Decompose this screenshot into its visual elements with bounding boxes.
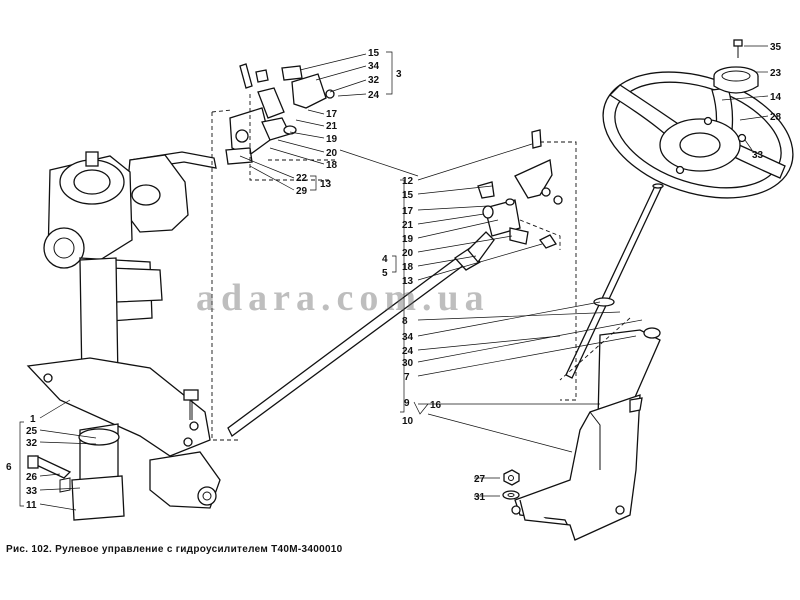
washer-31	[502, 490, 520, 500]
callout-28: 28	[770, 112, 782, 123]
callout-27: 27	[474, 474, 486, 485]
callout-20: 20	[326, 148, 338, 159]
callout-35: 35	[770, 42, 782, 53]
callout-4: 4	[382, 254, 388, 265]
callout-19: 19	[402, 234, 414, 245]
callout-12: 12	[402, 176, 414, 187]
universal-joint-center	[477, 129, 563, 249]
callout-32: 32	[26, 438, 38, 449]
callout-33: 33	[26, 486, 38, 497]
upper-universal-joint	[225, 63, 335, 165]
callout-14: 14	[770, 92, 782, 103]
callout-24: 24	[402, 346, 414, 357]
callout-34: 34	[368, 61, 380, 72]
callout-11: 11	[26, 500, 37, 511]
callout-8: 8	[402, 316, 408, 327]
callout-17: 17	[402, 206, 414, 217]
callout-26: 26	[26, 472, 38, 483]
callout-labels: 35 23 14 28 33 15 34 32 3 24 17 21 19 20…	[6, 42, 782, 511]
column-bracket	[511, 327, 661, 541]
callout-13: 13	[320, 179, 332, 190]
callout-21: 21	[326, 121, 338, 132]
callout-32: 32	[368, 75, 380, 86]
watermark: adara.com.ua	[196, 277, 490, 319]
callout-21: 21	[402, 220, 414, 231]
leader-lines	[19, 45, 769, 511]
callout-17: 17	[326, 109, 338, 120]
steering-gear-assembly	[26, 151, 221, 521]
callout-20: 20	[402, 248, 414, 259]
callout-34: 34	[402, 332, 414, 343]
callout-10: 10	[402, 416, 414, 427]
callout-19: 19	[326, 134, 338, 145]
callout-30: 30	[402, 358, 414, 369]
callout-15: 15	[402, 190, 414, 201]
callout-15: 15	[368, 48, 380, 59]
callout-18: 18	[326, 160, 338, 171]
figure-caption: Рис. 102. Рулевое управление с гидроусил…	[6, 544, 343, 555]
callout-33: 33	[752, 150, 764, 161]
callout-22: 22	[296, 173, 308, 184]
bolt-right-top	[183, 389, 199, 420]
callout-29: 29	[296, 186, 308, 197]
callout-18: 18	[402, 262, 414, 273]
bolt-6	[27, 455, 72, 479]
screw-35	[733, 39, 743, 58]
nut-27	[503, 469, 520, 486]
horn-cap	[713, 66, 759, 94]
callout-23: 23	[770, 68, 782, 79]
callout-7: 7	[404, 372, 410, 383]
intermediate-shaft	[227, 231, 495, 437]
dashed-outlines	[211, 94, 631, 441]
callout-1: 1	[30, 414, 36, 425]
callout-5: 5	[382, 268, 388, 279]
callout-13: 13	[402, 276, 414, 287]
callout-24: 24	[368, 90, 380, 101]
callout-9: 9	[404, 398, 410, 409]
callout-31: 31	[474, 492, 486, 503]
callout-6: 6	[6, 462, 12, 473]
steering-wheel	[602, 71, 794, 199]
callout-25: 25	[26, 426, 38, 437]
callout-16: 16	[430, 400, 442, 411]
callout-3: 3	[396, 69, 402, 80]
